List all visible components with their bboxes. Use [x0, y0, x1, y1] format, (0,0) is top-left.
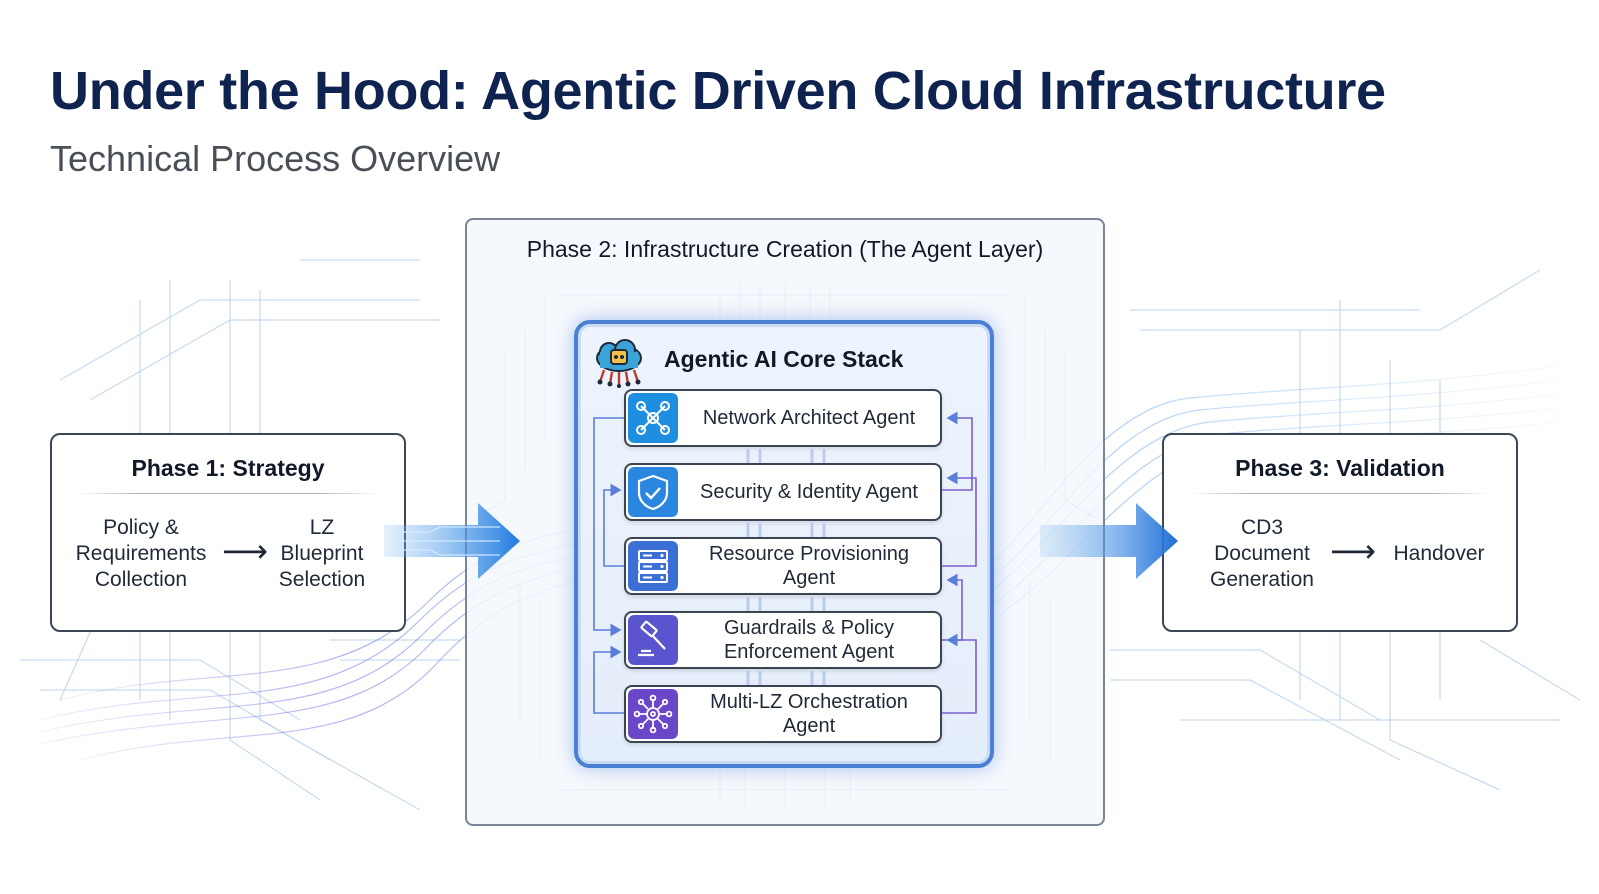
- agent-security-identity[interactable]: Security & Identity Agent: [624, 463, 942, 521]
- phase1-divider: [78, 493, 378, 494]
- gavel-icon: [628, 615, 678, 665]
- agent-label: Security & Identity Agent: [700, 481, 918, 503]
- page-subtitle: Technical Process Overview: [50, 138, 501, 179]
- agent-network-architect[interactable]: Network Architect Agent: [624, 389, 942, 447]
- arrow-right-icon: ⟶: [222, 533, 268, 569]
- phase3-step-handover: Handover: [1393, 542, 1485, 565]
- robot-cloud-icon: [596, 339, 642, 388]
- phase1-step-policy: Policy & Requirements Collection: [75, 516, 207, 591]
- core-stack-title: Agentic AI Core Stack: [664, 346, 904, 372]
- network-nodes-icon: [628, 393, 678, 443]
- phase3-title: Phase 3: Validation: [1235, 455, 1445, 481]
- phase3-step-cd3: CD3 Document Generation: [1210, 516, 1314, 591]
- phase3-divider: [1190, 493, 1490, 494]
- phase1-title: Phase 1: Strategy: [131, 455, 325, 481]
- phase1-step-blueprint: LZ Blueprint Selection: [278, 516, 366, 591]
- agent-label: Network Architect Agent: [702, 407, 916, 429]
- server-rack-icon: [628, 541, 678, 591]
- page-title: Under the Hood: Agentic Driven Cloud Inf…: [50, 61, 1386, 121]
- phase1-box: Phase 1: Strategy Policy & Requirements …: [50, 433, 406, 632]
- orchestration-hub-icon: [628, 689, 678, 739]
- shield-check-icon: [628, 467, 678, 517]
- phase3-box: Phase 3: Validation CD3 Document Generat…: [1162, 433, 1518, 632]
- arrow-right-icon: ⟶: [1330, 533, 1376, 569]
- phase2-title: Phase 2: Infrastructure Creation (The Ag…: [526, 236, 1044, 262]
